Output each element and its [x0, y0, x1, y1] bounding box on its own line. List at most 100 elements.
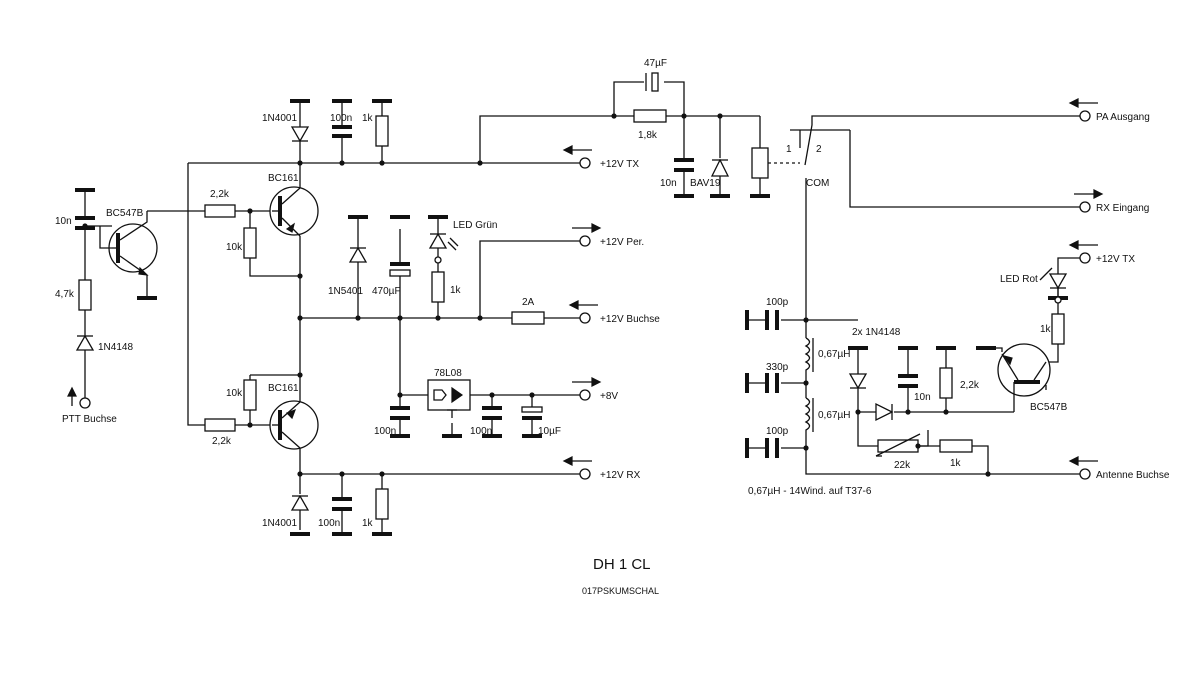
capacitor-100n-bottom: 100n — [318, 497, 352, 536]
diode-1n5401: 1N5401 — [328, 215, 368, 297]
svg-text:BC161: BC161 — [268, 383, 299, 394]
svg-text:1N5401: 1N5401 — [328, 286, 363, 297]
svg-text:470µF: 470µF — [372, 286, 401, 297]
svg-text:100p: 100p — [766, 426, 789, 437]
svg-text:BC547B: BC547B — [1030, 402, 1068, 413]
transistor-bc161-bottom: BC161 — [268, 383, 319, 450]
svg-text:47µF: 47µF — [644, 58, 667, 69]
svg-text:0,67µH: 0,67µH — [818, 410, 850, 421]
svg-text:PA Ausgang: PA Ausgang — [1096, 112, 1150, 123]
diode-1n4001-top: 1N4001 — [262, 99, 310, 143]
svg-text:100n: 100n — [374, 426, 396, 437]
terminal-rx-eingang: RX Eingang — [1074, 189, 1149, 214]
svg-text:1k: 1k — [450, 285, 462, 296]
svg-text:0,67µH: 0,67µH — [818, 349, 850, 360]
resistor-2k2-right: 2,2k — [936, 346, 980, 399]
svg-text:2,2k: 2,2k — [212, 436, 232, 447]
resistor-10k-top: 10k — [226, 227, 257, 259]
terminal-12v-tx-right: +12V TX — [1068, 240, 1135, 265]
terminal-8v: +8V — [572, 377, 618, 402]
diode-1n4148-detector-2 — [875, 402, 894, 422]
capacitor-100p-top: 100p — [745, 297, 789, 330]
terminal-12v-tx-top: +12V TX — [562, 145, 639, 170]
svg-text:2: 2 — [816, 144, 822, 155]
diode-bav19: BAV19 — [690, 158, 730, 198]
svg-text:4,7k: 4,7k — [55, 289, 75, 300]
svg-text:10n: 10n — [55, 216, 72, 227]
resistor-1k8: 1,8k — [633, 109, 667, 141]
regulator-78l08: 78L08 — [427, 368, 471, 438]
svg-text:Antenne Buchse: Antenne Buchse — [1096, 470, 1170, 481]
terminal-12v-buchse: +12V Buchse — [568, 300, 660, 325]
svg-text:+12V Buchse: +12V Buchse — [600, 314, 660, 325]
terminal-12v-rx: +12V RX — [562, 456, 641, 481]
diode-1n4148-detector-1: 2x 1N4148 — [848, 327, 901, 390]
svg-text:+12V Per.: +12V Per. — [600, 237, 644, 248]
diode-1n4148-left: 1N4148 — [75, 334, 133, 353]
svg-text:1k: 1k — [950, 458, 962, 469]
transistor-bc161-top: BC161 — [268, 173, 319, 237]
svg-text:10n: 10n — [914, 392, 931, 403]
svg-text:1,8k: 1,8k — [638, 130, 658, 141]
svg-text:330p: 330p — [766, 362, 789, 373]
svg-text:2A: 2A — [522, 297, 535, 308]
coil-note: 0,67µH - 14Wind. auf T37-6 — [748, 486, 872, 497]
svg-text:2,2k: 2,2k — [960, 380, 980, 391]
svg-text:2x 1N4148: 2x 1N4148 — [852, 327, 901, 338]
junction-dots — [82, 113, 1059, 477]
svg-text:LED Grün: LED Grün — [453, 220, 497, 231]
capacitor-10n-right: 10n — [898, 346, 931, 403]
capacitor-100n-a: 100n — [374, 406, 410, 438]
resistor-2k2-top: 2,2k — [204, 189, 236, 218]
svg-text:78L08: 78L08 — [434, 368, 462, 379]
svg-text:10n: 10n — [660, 178, 677, 189]
svg-text:RX Eingang: RX Eingang — [1096, 203, 1149, 214]
svg-text:+8V: +8V — [600, 391, 618, 402]
wires — [84, 81, 1080, 532]
svg-text:COM: COM — [806, 178, 829, 189]
terminal-ptt-buchse: PTT Buchse — [62, 386, 117, 425]
diode-1n4001-bottom: 1N4001 — [262, 494, 310, 536]
svg-text:1N4001: 1N4001 — [262, 518, 297, 529]
svg-text:10µF: 10µF — [538, 426, 561, 437]
svg-text:BC161: BC161 — [268, 173, 299, 184]
resistor-4k7: 4,7k — [55, 279, 92, 311]
svg-text:1k: 1k — [1040, 324, 1052, 335]
potentiometer-22k: 22k — [875, 433, 921, 471]
capacitor-100p-bottom: 100p — [745, 426, 789, 458]
svg-text:BAV19: BAV19 — [690, 178, 721, 189]
transistor-bc547b-right: BC547B — [976, 343, 1068, 413]
svg-text:+12V TX: +12V TX — [600, 159, 639, 170]
led-rot: LED Rot — [1000, 267, 1068, 304]
svg-text:1N4148: 1N4148 — [98, 342, 133, 353]
svg-text:1N4001: 1N4001 — [262, 113, 297, 124]
terminal-antenne-buchse: Antenne Buchse — [1068, 456, 1170, 481]
capacitor-47uf: 47µF — [644, 58, 667, 92]
svg-text:10k: 10k — [226, 388, 243, 399]
subtitle: 017PSKUMSCHAL — [582, 586, 659, 596]
resistor-1k-ledrot: 1k — [1040, 313, 1065, 345]
svg-text:100n: 100n — [330, 113, 352, 124]
svg-text:PTT Buchse: PTT Buchse — [62, 414, 117, 425]
svg-text:1k: 1k — [362, 113, 374, 124]
terminal-12v-per: +12V Per. — [572, 223, 644, 248]
wire-base-left — [99, 226, 112, 249]
relay-coil: 1 2 COM — [750, 129, 850, 198]
resistor-1k-led: 1k — [431, 271, 462, 303]
capacitor-10n-left: 10n — [55, 188, 95, 230]
fuse-2a: 2A — [511, 297, 545, 325]
capacitor-330p: 330p — [745, 362, 789, 393]
resistor-2k2-bottom: 2,2k — [204, 418, 236, 447]
resistor-10k-bottom: 10k — [226, 379, 257, 411]
svg-text:10k: 10k — [226, 242, 243, 253]
svg-text:100n: 100n — [318, 518, 340, 529]
led-gruen: LED Grün — [428, 215, 497, 264]
svg-text:+12V TX: +12V TX — [1096, 254, 1135, 265]
capacitor-470uf: 470µF — [372, 215, 411, 297]
terminal-pa-ausgang: PA Ausgang — [1068, 98, 1150, 123]
inductor-067uh-bottom: 0,67µH — [804, 397, 850, 432]
svg-text:100p: 100p — [766, 297, 789, 308]
svg-text:BC547B: BC547B — [106, 208, 144, 219]
svg-text:100n: 100n — [470, 426, 492, 437]
capacitor-10n-relay: 10n — [660, 158, 694, 198]
